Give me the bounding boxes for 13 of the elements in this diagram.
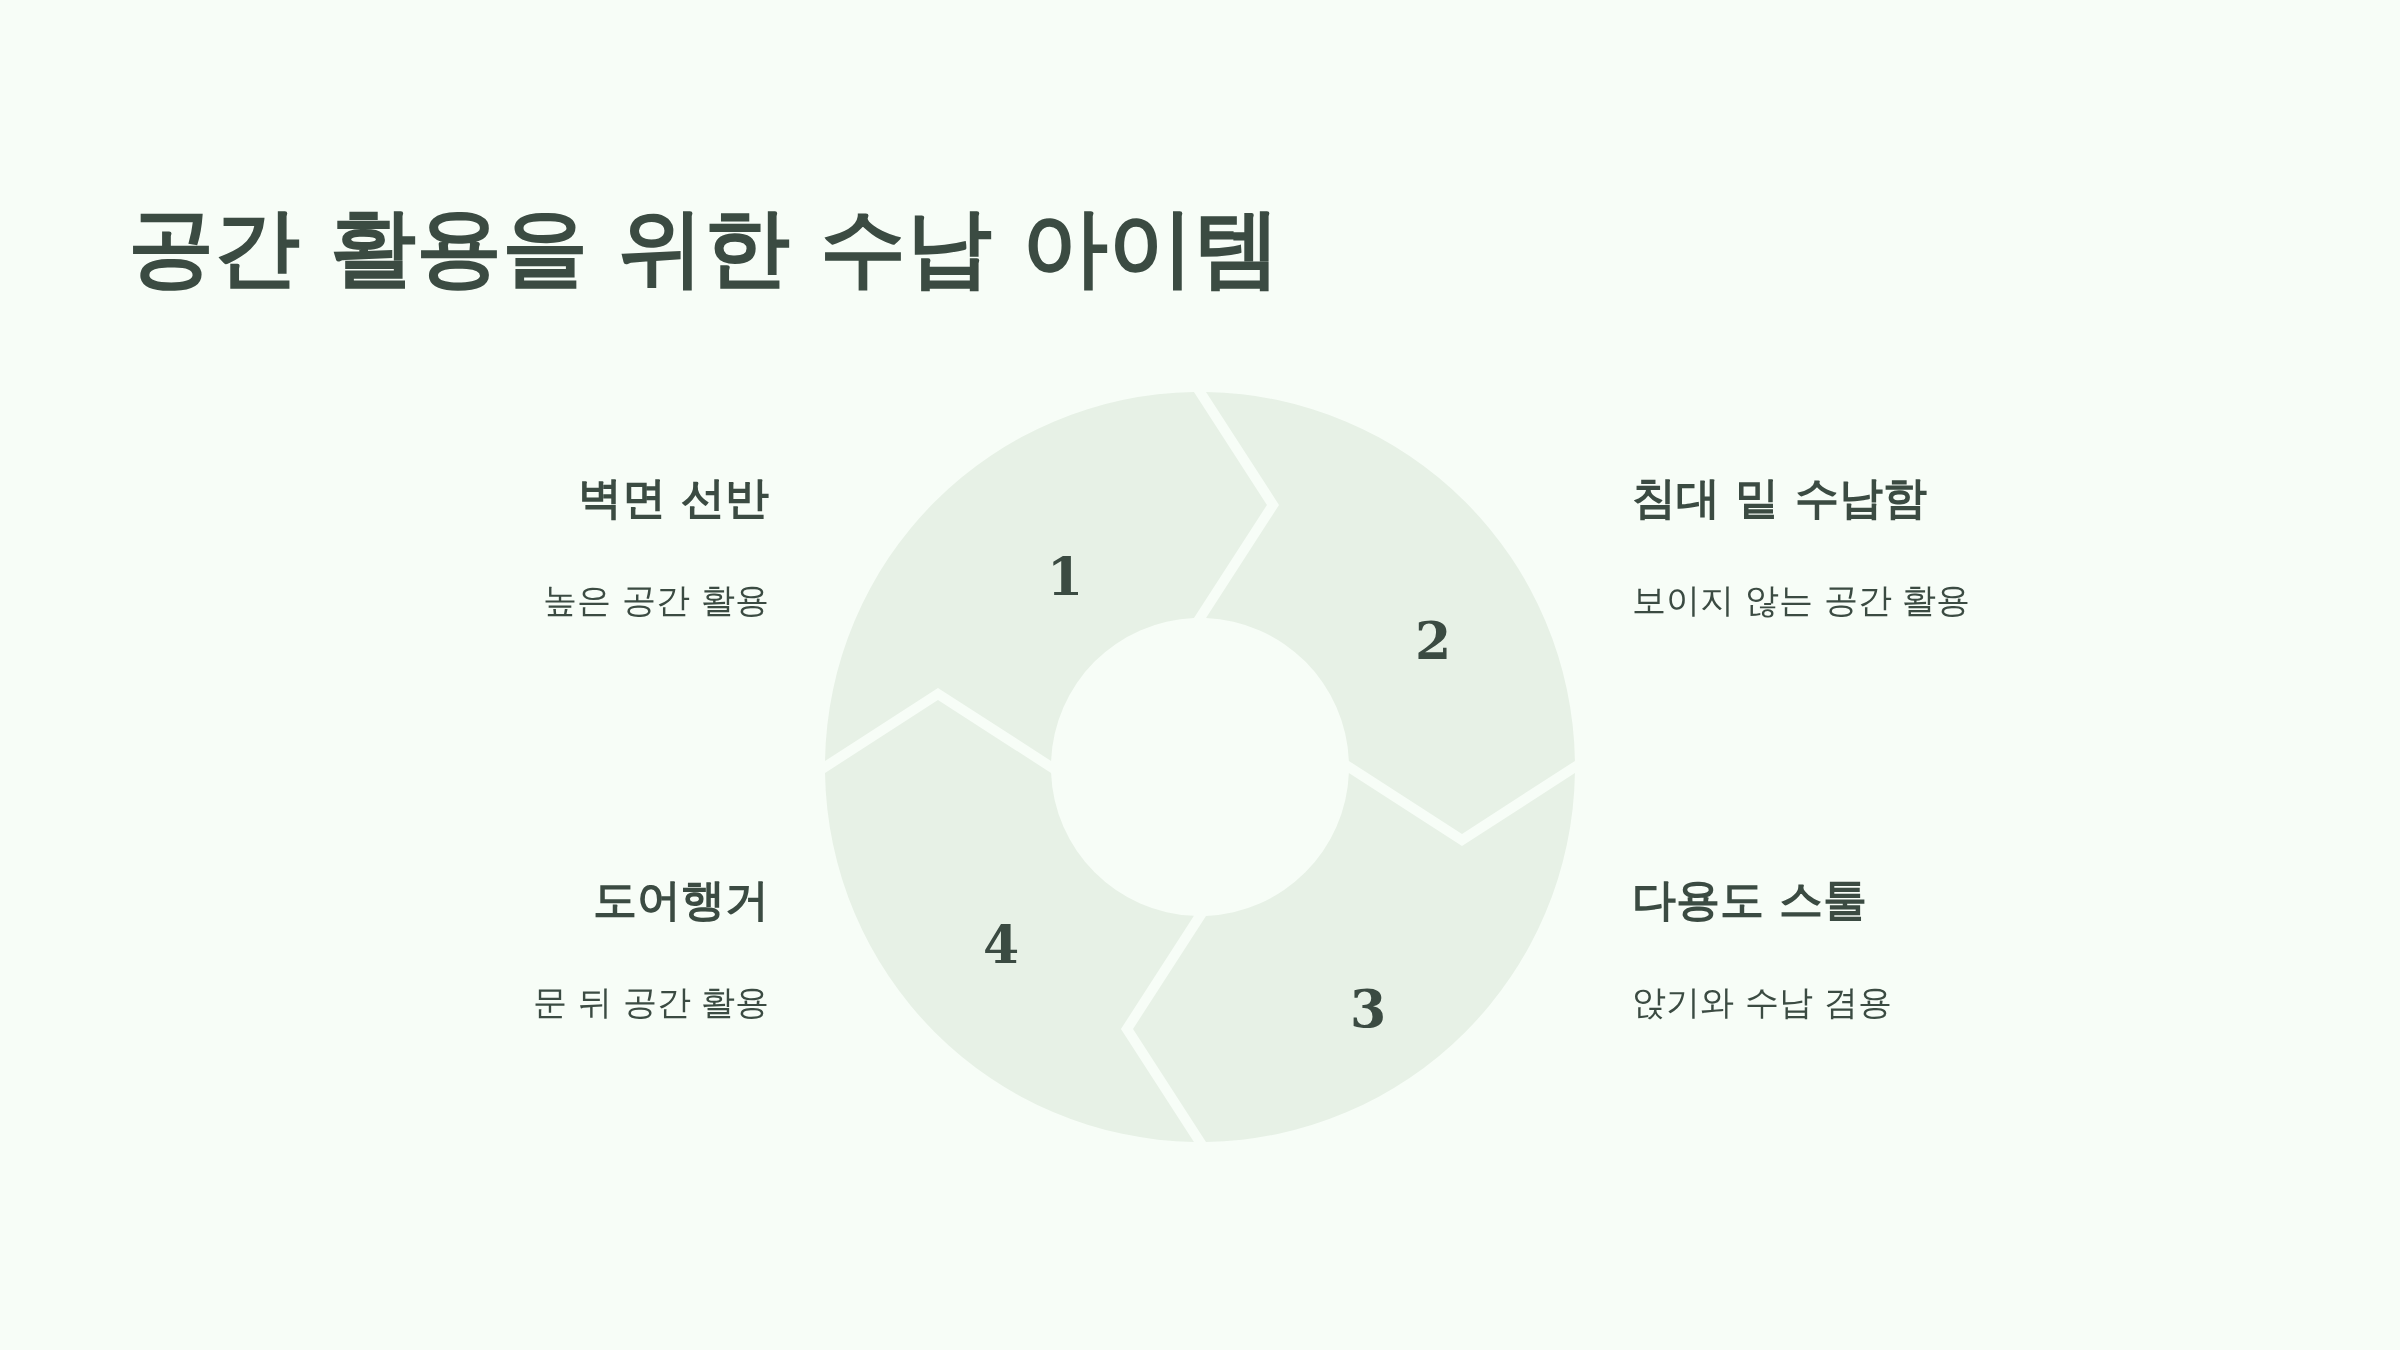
item-description: 앉기와 수납 겸용 bbox=[1632, 981, 1892, 1023]
item-description: 보이지 않는 공간 활용 bbox=[1632, 579, 1971, 621]
item-description: 높은 공간 활용 bbox=[543, 579, 769, 621]
item-description: 문 뒤 공간 활용 bbox=[533, 981, 770, 1023]
item-heading: 벽면 선반 bbox=[578, 471, 770, 525]
step-number: 3 bbox=[1350, 983, 1387, 1035]
step-number: 4 bbox=[983, 919, 1020, 971]
item-heading: 다용도 스툴 bbox=[1632, 873, 1868, 927]
step-number: 2 bbox=[1415, 615, 1452, 667]
item-heading: 도어행거 bbox=[593, 873, 769, 927]
item-heading: 침대 밑 수납함 bbox=[1632, 471, 1927, 525]
title: 공간 활용을 위한 수납 아이템 bbox=[128, 200, 1280, 295]
step-number: 1 bbox=[1047, 551, 1084, 603]
